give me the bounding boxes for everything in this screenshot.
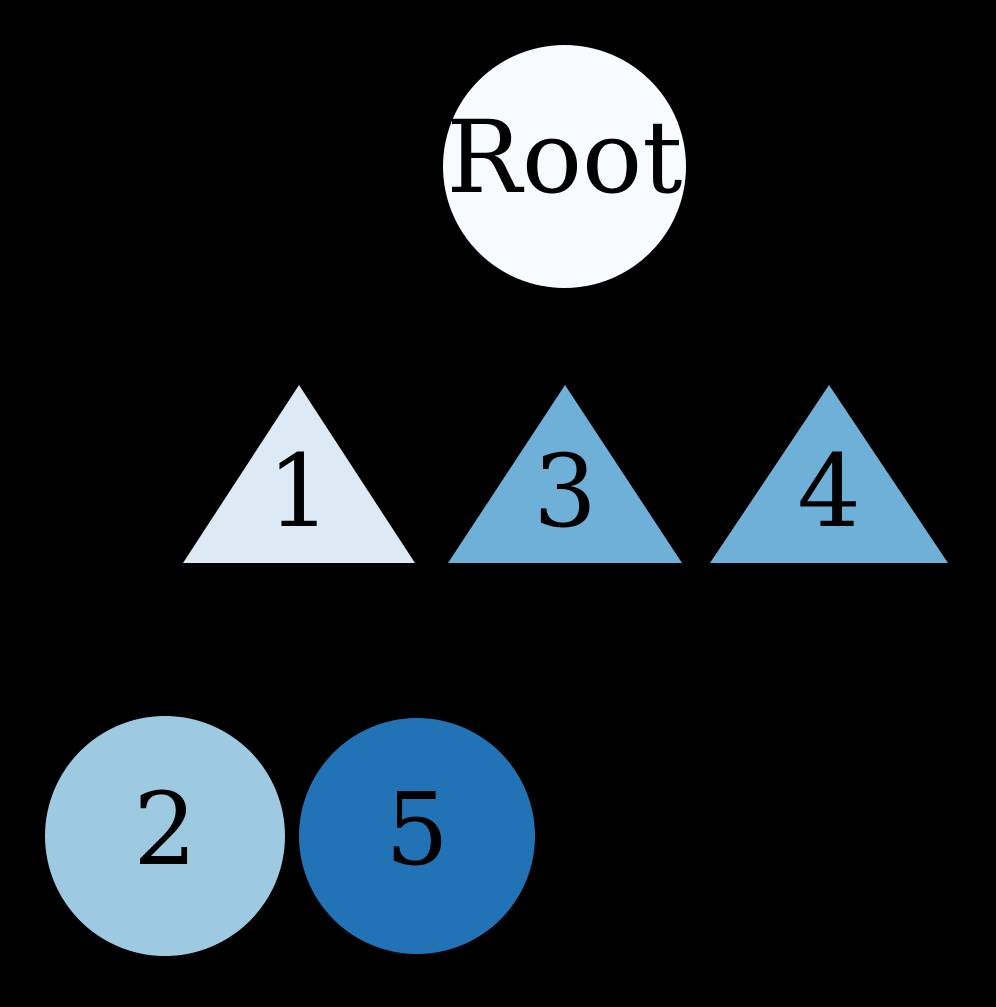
node-3-label: 3 xyxy=(533,433,597,550)
node-root-label: Root xyxy=(446,98,683,216)
node-1: 1 xyxy=(183,385,415,563)
node-5: 5 xyxy=(299,718,535,954)
node-4-label: 4 xyxy=(797,433,861,550)
node-2-label: 2 xyxy=(133,771,197,888)
node-4: 4 xyxy=(710,385,948,563)
node-1-label: 1 xyxy=(267,433,331,550)
node-root: Root xyxy=(443,45,686,288)
node-3: 3 xyxy=(448,385,682,563)
node-2: 2 xyxy=(45,716,285,956)
node-5-label: 5 xyxy=(385,771,449,888)
